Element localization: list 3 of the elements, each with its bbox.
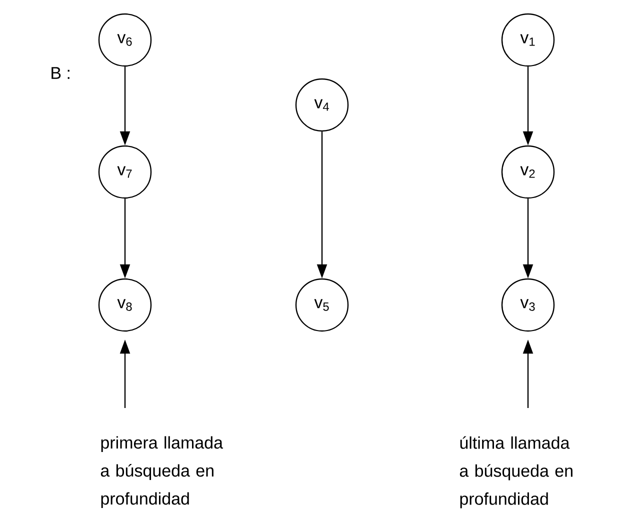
- graph-label: B :: [52, 67, 70, 79]
- note-text: última llamada a búsqueda en profundidad: [460, 436, 572, 508]
- note-text: primera llamada a búsqueda en profundidad: [100, 436, 223, 508]
